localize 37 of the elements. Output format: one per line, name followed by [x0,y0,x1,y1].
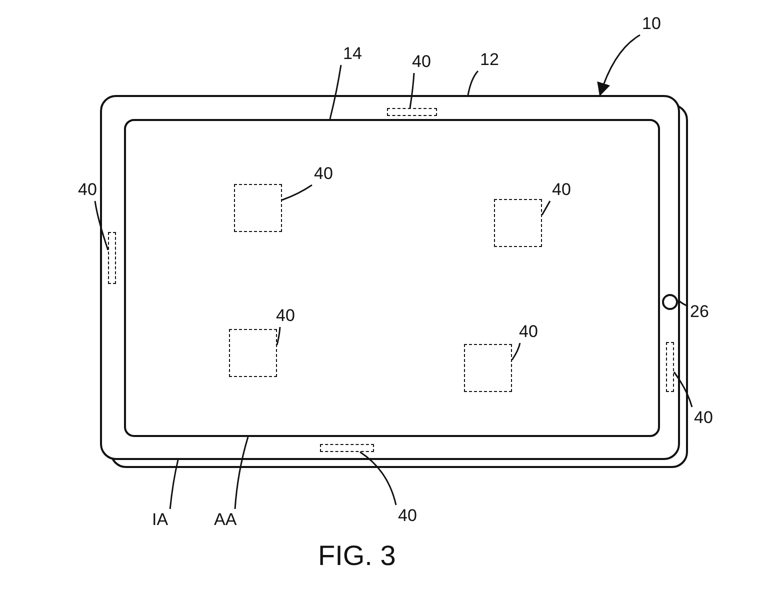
leader-line [329,64,342,120]
leader-line [511,342,521,360]
leader-line [467,70,479,96]
callout-number: AA [214,510,237,530]
sensor-strip [108,232,116,284]
figure-caption: FIG. 3 [318,540,396,572]
leader-line [541,200,551,216]
display-screen [124,119,660,437]
callout-number: 40 [78,180,97,200]
callout-number: 12 [480,50,499,70]
leader-line [678,299,688,307]
leader-line [276,326,281,346]
sensor-region [494,199,542,247]
sensor-region [229,329,277,377]
callout-number: 26 [690,302,709,322]
sensor-strip [666,342,674,392]
arrow [597,34,640,96]
callout-number: 40 [314,164,333,184]
leader-line [169,460,179,510]
callout-number: 10 [642,14,661,34]
home-button [662,294,678,310]
callout-number: 40 [276,306,295,326]
sensor-strip [320,444,374,452]
callout-number: 40 [519,322,538,342]
leader-line [409,72,415,108]
callout-number: 40 [398,506,417,526]
leader-line [94,200,109,250]
leader-line [234,436,249,510]
callout-number: 40 [412,52,431,72]
callout-number: 14 [343,44,362,64]
sensor-region [464,344,512,392]
sensor-strip [387,108,437,116]
callout-number: IA [152,510,168,530]
callout-number: 40 [552,180,571,200]
sensor-region [234,184,282,232]
leader-line [282,184,312,201]
callout-number: 40 [694,408,713,428]
